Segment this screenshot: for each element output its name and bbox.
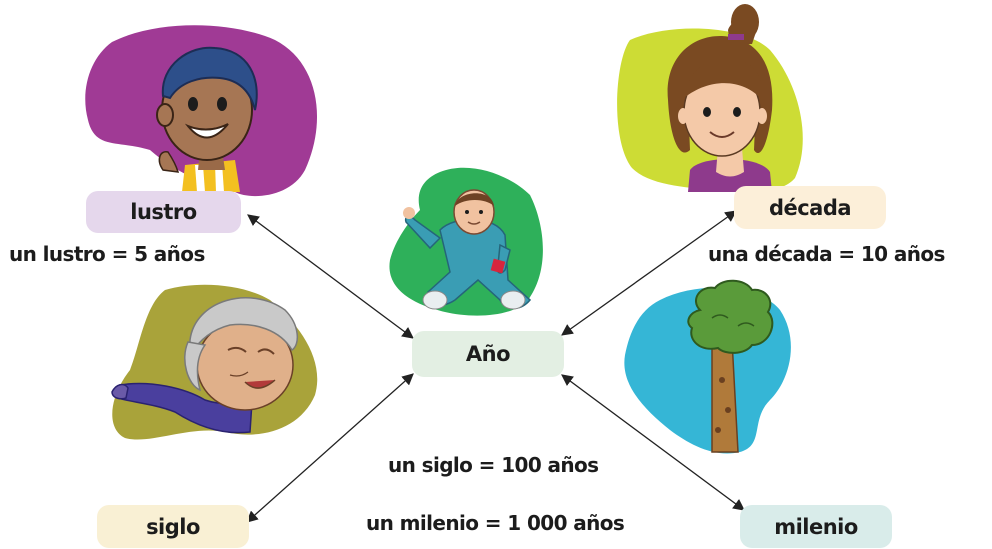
siglo-label-box: siglo bbox=[97, 505, 249, 548]
arrows bbox=[246, 210, 745, 523]
arrow-milenio-ano bbox=[561, 374, 745, 511]
arrow-siglo-ano bbox=[246, 373, 414, 523]
arrow-lustro-ano bbox=[247, 214, 414, 339]
lustro-label: lustro bbox=[130, 200, 197, 224]
tree-illustration bbox=[624, 279, 791, 454]
boy-illustration bbox=[85, 25, 318, 197]
decada-label: década bbox=[768, 195, 852, 220]
baby-illustration bbox=[389, 167, 543, 316]
lustro-label-box: lustro bbox=[86, 191, 241, 233]
girl-illustration bbox=[617, 4, 803, 192]
decada-label-box: década bbox=[734, 186, 886, 229]
arrow-decada-ano bbox=[561, 210, 737, 336]
milenio-label: milenio bbox=[774, 514, 858, 539]
grandmother-illustration bbox=[111, 284, 318, 440]
lustro-equation: un lustro = 5 años bbox=[9, 242, 205, 266]
siglo-label: siglo bbox=[146, 514, 200, 539]
ano-label-box: Año bbox=[412, 331, 564, 377]
milenio-label-box: milenio bbox=[740, 505, 892, 548]
ano-label: Año bbox=[465, 342, 511, 366]
decada-equation: una década = 10 años bbox=[708, 242, 945, 266]
milenio-equation: un milenio = 1 000 años bbox=[366, 511, 625, 535]
siglo-equation: un siglo = 100 años bbox=[388, 453, 599, 477]
